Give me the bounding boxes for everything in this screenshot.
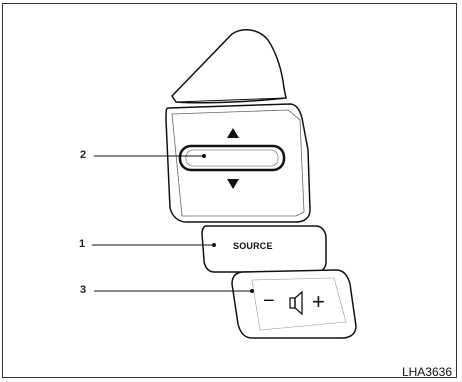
callout-2: 2	[80, 149, 87, 161]
speaker-icon	[289, 290, 303, 316]
volume-plus-label: +	[312, 289, 326, 314]
leader-dot-3	[250, 289, 254, 293]
volume-button	[231, 269, 357, 339]
callout-3: 3	[80, 284, 87, 296]
up-arrow-icon	[227, 128, 239, 138]
callout-1: 1	[79, 238, 86, 250]
upper-button	[171, 28, 287, 104]
volume-minus-label: −	[263, 290, 275, 312]
leader-dot-1	[212, 243, 216, 247]
source-button-label: SOURCE	[233, 241, 273, 251]
down-arrow-icon	[227, 179, 239, 189]
leader-dot-2	[202, 154, 206, 158]
figure-code: LHA3636	[401, 365, 452, 379]
center-rocker	[178, 144, 286, 172]
